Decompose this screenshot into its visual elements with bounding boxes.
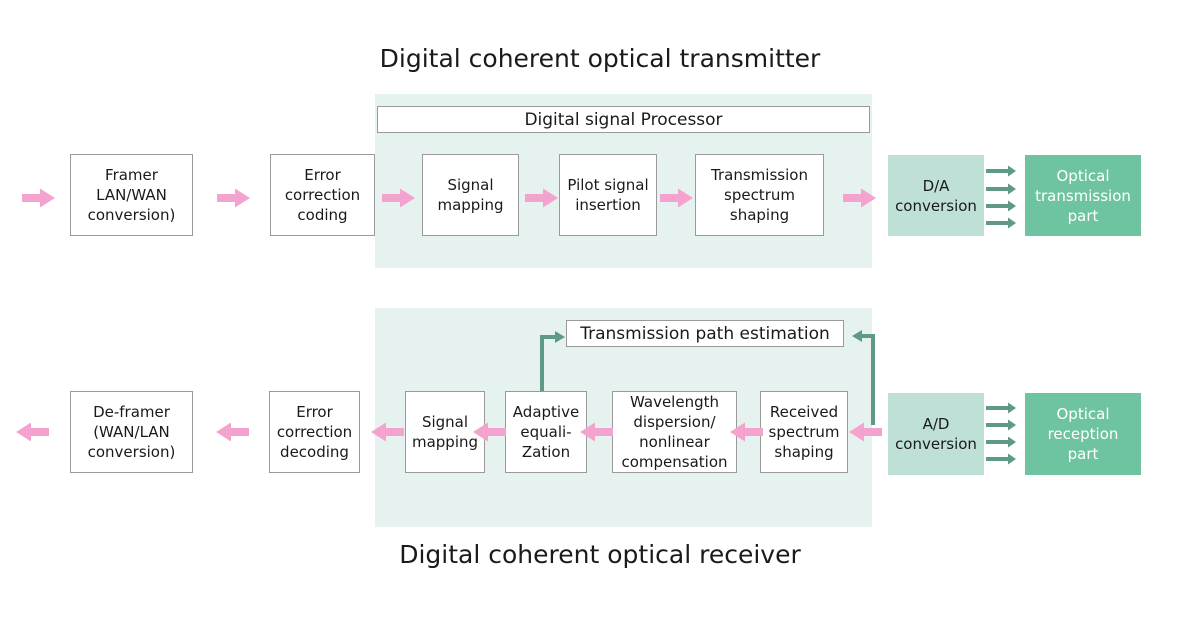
tx-lane-arrow-3 xyxy=(986,200,1016,212)
rx-lane-arrow-1 xyxy=(986,402,1016,414)
rx-arrow-mapping-fec xyxy=(371,422,404,442)
tx-lane-arrow-2 xyxy=(986,183,1016,195)
rx-arrow-shaping-compensation xyxy=(730,422,763,442)
deframer-box: De-framer (WAN/LAN conversion) xyxy=(70,391,193,473)
tx-arrow-shaping-da xyxy=(843,188,876,208)
framer-box: Framer LAN/WAN conversion) xyxy=(70,154,193,236)
tx-arrow-pilot-shaping xyxy=(660,188,693,208)
feedback-arrowhead-left xyxy=(555,331,565,343)
rx-lane-arrow-4 xyxy=(986,453,1016,465)
feedback-line-left xyxy=(540,335,556,391)
optical-reception-part-box: Optical reception part xyxy=(1025,393,1141,475)
error-correction-coding-box: Error correction coding xyxy=(270,154,375,236)
da-conversion-box: D/A conversion xyxy=(888,155,984,236)
transmitter-title: Digital coherent optical transmitter xyxy=(379,44,821,73)
error-correction-decoding-box: Error correction decoding xyxy=(269,391,360,473)
tx-arrow-framer-fec xyxy=(217,188,250,208)
tx-arrow-fec-mapping xyxy=(382,188,415,208)
ad-conversion-box: A/D conversion xyxy=(888,393,984,475)
wavelength-dispersion-compensation-box: Wavelength dispersion/ nonlinear compens… xyxy=(612,391,737,473)
rx-arrow-compensation-equalization xyxy=(580,422,613,442)
tx-input-arrow xyxy=(22,188,55,208)
feedback-line-right xyxy=(860,334,875,425)
tx-arrow-mapping-pilot xyxy=(525,188,558,208)
tx-lane-arrow-1 xyxy=(986,165,1016,177)
rx-signal-mapping-box: Signal mapping xyxy=(405,391,485,473)
rx-lane-arrow-2 xyxy=(986,419,1016,431)
adaptive-equalization-box: Adaptive equali- Zation xyxy=(505,391,587,473)
receiver-title: Digital coherent optical receiver xyxy=(399,540,801,569)
feedback-arrowhead-right xyxy=(852,330,862,342)
rx-arrow-equalization-mapping xyxy=(473,422,506,442)
transmission-path-estimation-box: Transmission path estimation xyxy=(566,320,844,347)
pilot-signal-insertion-box: Pilot signal insertion xyxy=(559,154,657,236)
rx-arrow-fec-deframer xyxy=(216,422,249,442)
tx-lane-arrow-4 xyxy=(986,217,1016,229)
rx-lane-arrow-3 xyxy=(986,436,1016,448)
rx-arrow-ad-shaping xyxy=(849,422,882,442)
transmission-spectrum-shaping-box: Transmission spectrum shaping xyxy=(695,154,824,236)
tx-signal-mapping-box: Signal mapping xyxy=(422,154,519,236)
optical-transmission-part-box: Optical transmission part xyxy=(1025,155,1141,236)
rx-output-arrow xyxy=(16,422,49,442)
dsp-label: Digital signal Processor xyxy=(377,106,870,133)
